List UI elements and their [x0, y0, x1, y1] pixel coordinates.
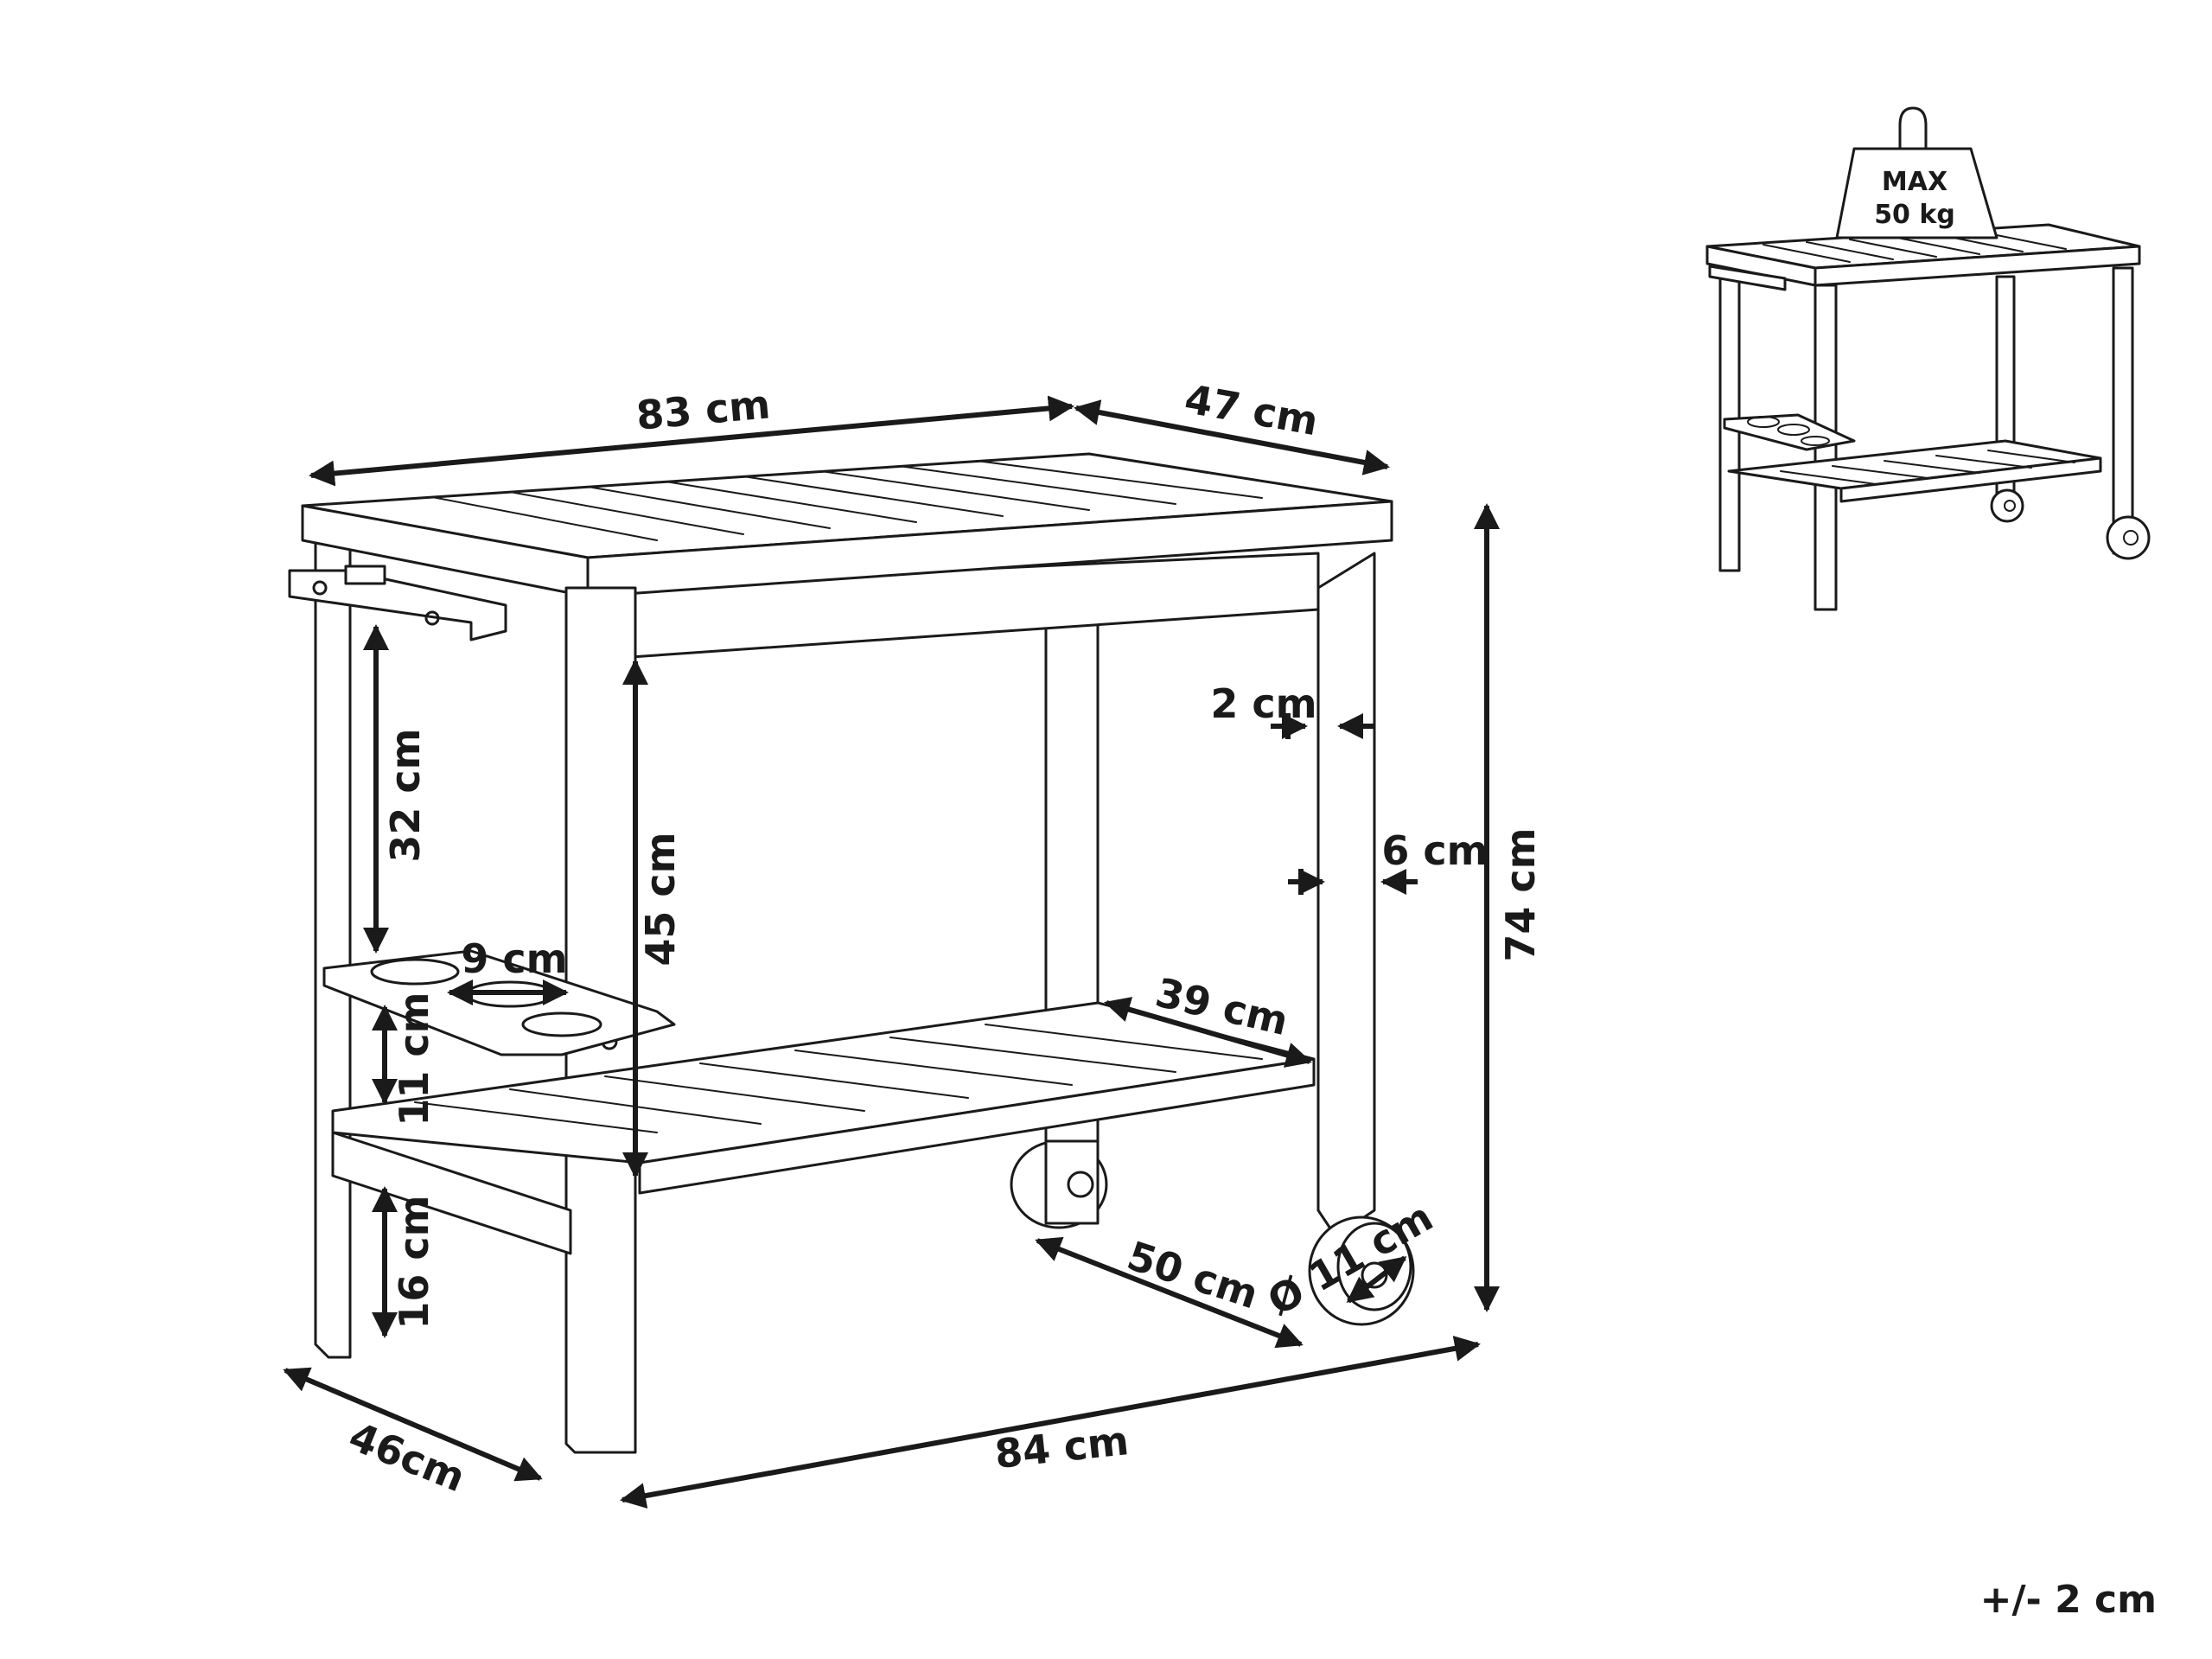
- max-load-label: MAX: [1882, 167, 1947, 197]
- label-top-width: 83 cm: [634, 380, 772, 438]
- label-base-width: 84 cm: [992, 1417, 1131, 1477]
- label-handle-height: 32 cm: [382, 728, 429, 862]
- label-leg-thickness-small: 2 cm: [1210, 680, 1316, 727]
- label-shelf-height: 45 cm: [637, 832, 684, 966]
- max-load-value: 50 kg: [1874, 200, 1955, 230]
- max-load-weight-icon: [1835, 106, 1998, 239]
- tolerance-note: +/- 2 cm: [1980, 1578, 2157, 1622]
- back-wheel-icon: [1010, 1139, 1108, 1229]
- label-holder-diameter: 9 cm: [461, 935, 567, 982]
- thumbnail-trolley: [1705, 223, 2151, 611]
- label-floor-clearance: 16 cm: [391, 1195, 437, 1329]
- dimension-lines: [283, 395, 1500, 1509]
- label-total-height: 74 cm: [1497, 827, 1544, 961]
- label-base-depth: 46cm: [342, 1413, 471, 1501]
- label-holder-height: 11 cm: [391, 992, 437, 1126]
- label-wheel-spacing: 50 cm: [1122, 1232, 1264, 1318]
- label-leg-thickness-large: 6 cm: [1381, 827, 1488, 874]
